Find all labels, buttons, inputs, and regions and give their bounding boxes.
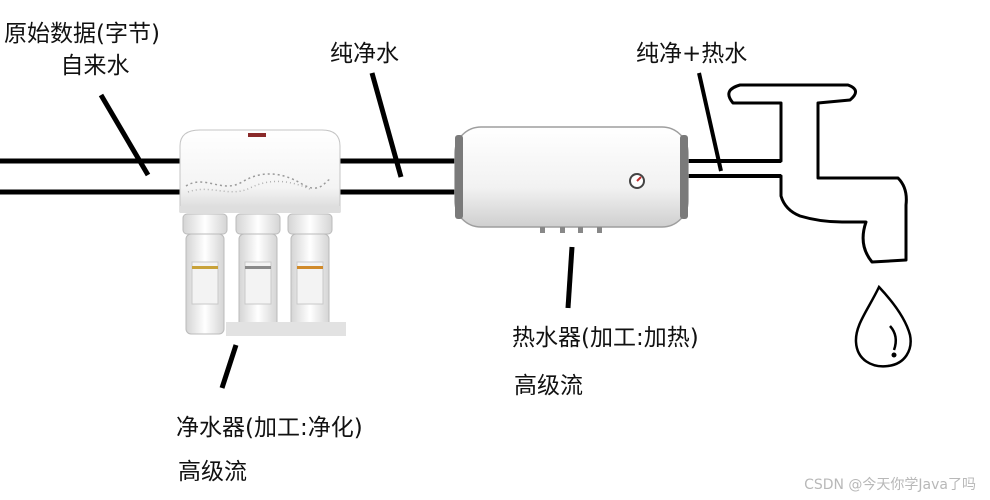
label-heater-title: 热水器(加工:加热) [512,325,699,351]
leader-line-pure-water [369,72,404,178]
watermark: CSDN @今天你学Java了吗 [804,477,976,493]
leader-line-heater [565,246,575,309]
faucet-icon [727,83,908,264]
label-pure-hot-water: 纯净+热水 [636,41,748,67]
pipe-tap-water [0,158,180,195]
water-drop-icon [854,284,912,368]
leader-line-tap-water [98,93,151,177]
label-purifier-title: 净水器(加工:净化) [176,415,363,441]
label-tap-water: 自来水 [60,53,130,79]
pipe-hot-water [688,159,781,178]
label-heater-kind: 高级流 [514,373,583,399]
leader-line-purifier [219,344,239,389]
label-pure-water: 纯净水 [330,41,399,67]
leader-line-hot-water [697,72,723,172]
water-purifier-icon [179,129,346,336]
water-heater-icon [454,126,689,233]
label-raw-data: 原始数据(字节) [4,21,160,47]
label-purifier-kind: 高级流 [178,459,247,485]
